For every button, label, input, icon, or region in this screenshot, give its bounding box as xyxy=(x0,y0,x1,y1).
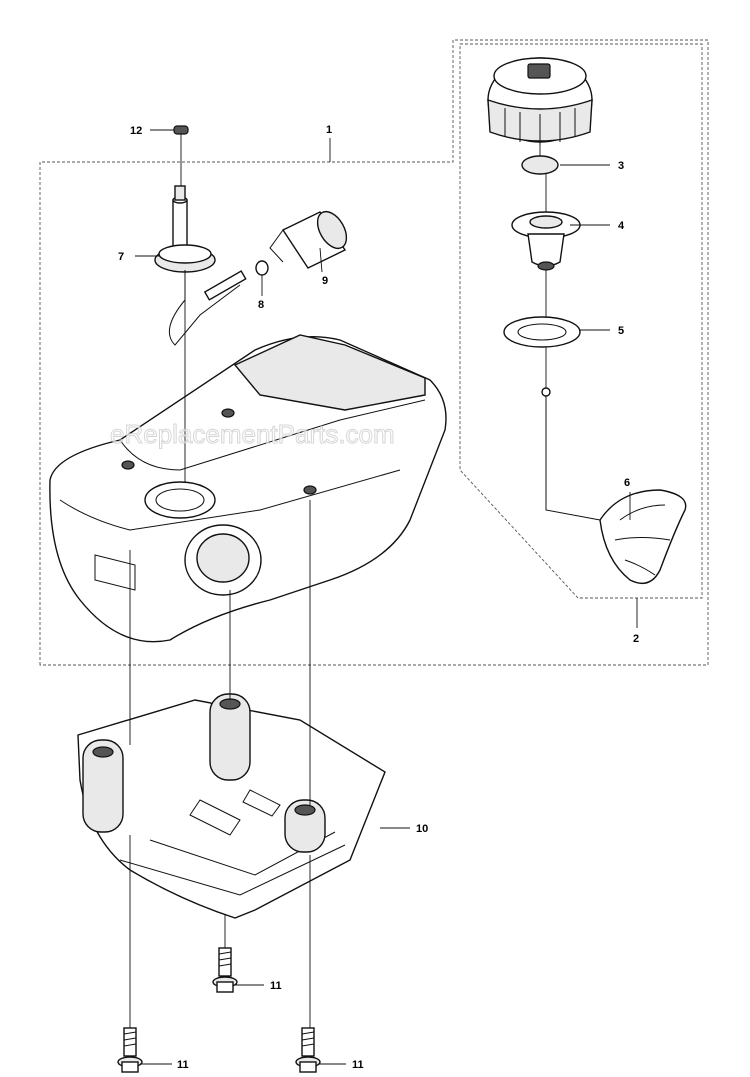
callout-2: 2 xyxy=(633,633,639,645)
callout-4: 4 xyxy=(618,220,625,232)
callout-5: 5 xyxy=(618,325,624,337)
callout-11-right: 11 xyxy=(352,1059,364,1071)
clamp-12 xyxy=(173,125,189,135)
callout-6: 6 xyxy=(624,477,630,489)
callout-12: 12 xyxy=(130,125,142,137)
watermark-text: eReplacementParts.com xyxy=(110,419,395,449)
callout-10: 10 xyxy=(416,823,428,835)
pickup-tube-7 xyxy=(154,196,247,346)
callout-leaders xyxy=(135,129,638,1065)
callout-11-left: 11 xyxy=(177,1059,189,1071)
assembly-1-boundary xyxy=(39,39,709,666)
callout-8: 8 xyxy=(258,299,264,311)
o-ring-5 xyxy=(503,316,581,348)
valve-4 xyxy=(511,211,581,271)
fuel-nipple xyxy=(174,185,186,201)
screw-11-right xyxy=(295,1027,321,1073)
assembly-2-boundary xyxy=(459,43,703,599)
fuel-tank-1 xyxy=(49,334,447,643)
callout-3: 3 xyxy=(618,160,624,172)
screw-11-left xyxy=(117,1027,143,1073)
callout-9: 9 xyxy=(322,275,328,287)
fuel-cap xyxy=(487,57,593,145)
callout-11-middle: 11 xyxy=(270,980,282,992)
screw-11-middle xyxy=(212,947,238,993)
retainer-strap-6 xyxy=(541,387,687,584)
callout-1: 1 xyxy=(326,124,332,136)
hose-clamp-8 xyxy=(255,260,269,276)
tank-guard-10 xyxy=(77,693,386,919)
callout-7: 7 xyxy=(118,251,124,263)
fuel-filter-9 xyxy=(269,210,348,269)
seal-disc-3 xyxy=(521,155,559,175)
assembly-lines xyxy=(129,134,547,1028)
